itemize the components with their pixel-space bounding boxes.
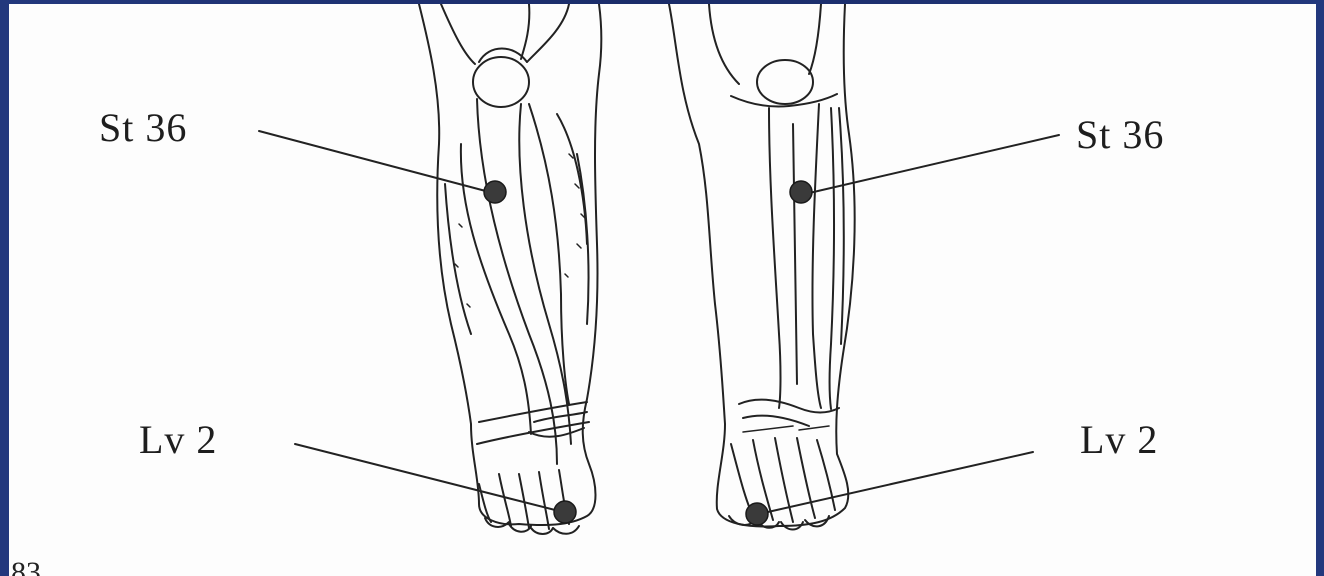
diagram-panel: St 36 St 36 Lv 2 Lv 2 83	[9, 4, 1316, 576]
acupoint-lv2-right	[746, 503, 768, 525]
label-lv2-left: Lv 2	[139, 420, 217, 460]
left-leg-muscle-view	[419, 4, 601, 534]
label-st36-left: St 36	[99, 108, 187, 148]
label-st36-right: St 36	[1076, 115, 1164, 155]
right-leg-bone-view	[669, 4, 855, 530]
acupoint-st36-right	[790, 181, 812, 203]
leader-lv2-right	[759, 452, 1033, 514]
label-lv2-right: Lv 2	[1080, 420, 1158, 460]
acupoint-st36-left	[484, 181, 506, 203]
page-number: 83	[11, 556, 41, 576]
leg-illustration	[9, 4, 1316, 576]
acupoint-lv2-left	[554, 501, 576, 523]
leader-lv2-left	[295, 444, 563, 512]
